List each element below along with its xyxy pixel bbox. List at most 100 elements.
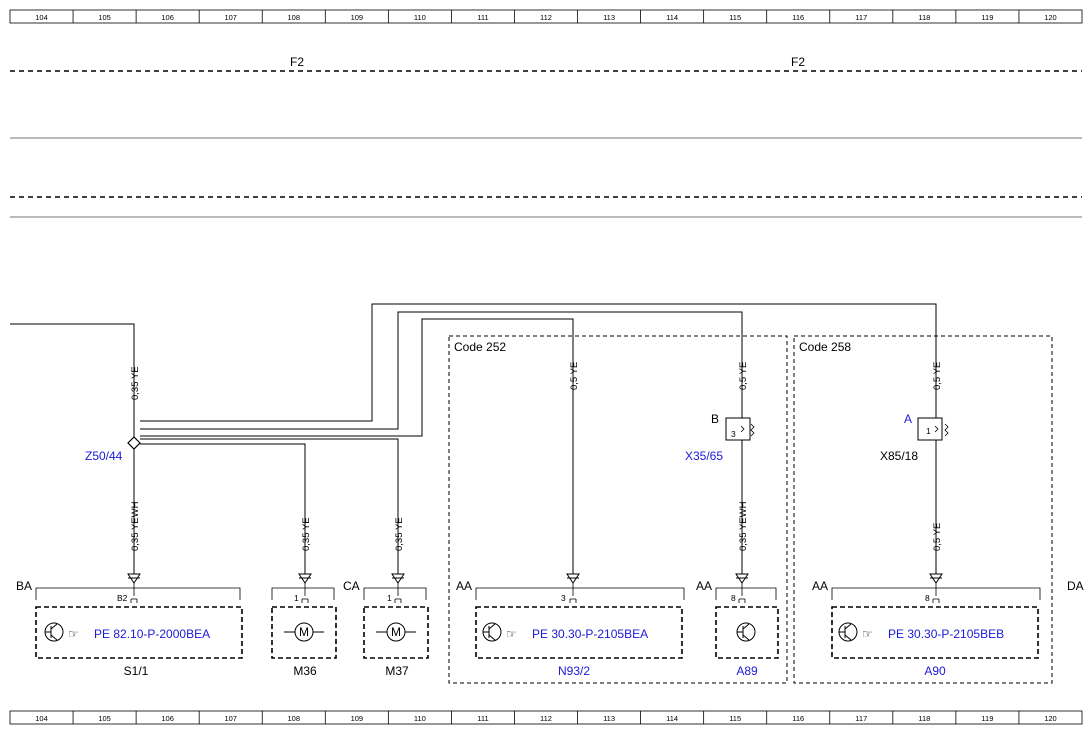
- component-ref-link[interactable]: PE 82.10-P-2000BEA: [94, 627, 210, 641]
- bottom-ruler-label: 112: [540, 714, 552, 723]
- junction-z50-44[interactable]: Z50/44: [85, 436, 141, 463]
- top-ruler-label: 107: [224, 13, 237, 22]
- connector-name: X85/18: [880, 449, 918, 463]
- connector-side: B: [711, 412, 719, 426]
- component-name: S1/1: [124, 664, 149, 678]
- junction-label[interactable]: Z50/44: [85, 449, 123, 463]
- top-ruler-label: 108: [288, 13, 301, 22]
- pin-stub-icon: [738, 583, 746, 603]
- top-ruler-label: 119: [981, 13, 993, 22]
- component-pin: 3: [561, 593, 566, 603]
- top-ruler-label: 116: [792, 13, 804, 22]
- bottom-ruler-label: 109: [351, 714, 364, 723]
- component-name: M37: [385, 664, 409, 678]
- area-label-aa: AA: [696, 579, 712, 593]
- component-pin: 1: [294, 593, 299, 603]
- top-ruler-label: 105: [98, 13, 111, 22]
- connector-side: A: [904, 412, 912, 426]
- component-name[interactable]: A90: [924, 664, 946, 678]
- area-labels: BA CA AA AA AA DA: [16, 579, 1084, 593]
- component-ref-link[interactable]: PE 30.30-P-2105BEA: [532, 627, 648, 641]
- component-name: M36: [293, 664, 317, 678]
- pin-stub-icon: [569, 583, 577, 603]
- pointing-hand-icon: ☞: [862, 627, 873, 641]
- motor-icon: M: [284, 622, 324, 642]
- bottom-ruler-label: 106: [161, 714, 174, 723]
- top-ruler-label: 109: [351, 13, 364, 22]
- pointing-hand-icon: ☞: [68, 627, 79, 641]
- area-label-da: DA: [1067, 579, 1084, 593]
- component-m36[interactable]: 1 M M36: [271, 593, 337, 678]
- code-258-label: Code 258: [799, 340, 851, 354]
- pointing-hand-icon: ☞: [506, 627, 517, 641]
- component-m37[interactable]: 1 M M37: [363, 593, 429, 678]
- bottom-ruler-label: 117: [855, 714, 867, 723]
- wire-label: 0,35 YEWH: [130, 501, 141, 551]
- bottom-ruler-label: 114: [666, 714, 678, 723]
- connector-arrow-icon: [298, 573, 312, 584]
- bottom-ruler-label: 120: [1044, 714, 1057, 723]
- pin-stub-icon: [932, 583, 940, 603]
- bottom-ruler-label: 105: [98, 714, 111, 723]
- wire-s11-feed: [10, 323, 135, 437]
- wire-n932: [140, 318, 574, 574]
- motor-icon: M: [376, 622, 416, 642]
- bottom-ruler-label: 119: [981, 714, 993, 723]
- component-name[interactable]: N93/2: [558, 664, 590, 678]
- wire-label: 0,5 YE: [932, 362, 943, 390]
- connector-arrow-icon: [929, 573, 943, 584]
- component-a89[interactable]: 8 A89: [715, 593, 779, 678]
- connector-name[interactable]: X35/65: [685, 449, 723, 463]
- component-n93-2[interactable]: 3 ☞ PE 30.30-P-2105BEA N93/2: [475, 593, 683, 678]
- component-ref-link[interactable]: PE 30.30-P-2105BEB: [888, 627, 1004, 641]
- bottom-ruler-label: 115: [729, 714, 741, 723]
- component-pin: 8: [925, 593, 930, 603]
- component-pin: 8: [731, 593, 736, 603]
- connector-arrow-icon: [735, 573, 749, 584]
- area-label-ca: CA: [343, 579, 360, 593]
- wire-label: 0,35 YEWH: [738, 501, 749, 551]
- top-ruler-label: 111: [477, 13, 488, 22]
- top-ruler-label: 110: [414, 13, 426, 22]
- connector-x85-18[interactable]: 1 A X85/18: [880, 412, 949, 463]
- wires: [10, 303, 937, 574]
- area-label-ba: BA: [16, 579, 32, 593]
- code-252-label: Code 252: [454, 340, 506, 354]
- wire-label: 0,5 YE: [932, 523, 943, 551]
- component-a90[interactable]: 8 ☞ PE 30.30-P-2105BEB A90: [831, 593, 1039, 678]
- connector-x35-65[interactable]: 3 B X35/65: [685, 412, 755, 463]
- wire-label: 0,35 YE: [394, 517, 405, 551]
- wire-label: 0,5 YE: [569, 362, 580, 390]
- transistor-icon: [44, 622, 64, 642]
- connector-arrow-icon: [127, 573, 141, 584]
- bottom-ruler-label: 110: [414, 714, 426, 723]
- transistor-icon: [736, 622, 756, 642]
- component-s1-1[interactable]: B2 ☞ PE 82.10-P-2000BEA S1/1: [35, 593, 243, 678]
- area-label-aa: AA: [456, 579, 472, 593]
- component-name[interactable]: A89: [736, 664, 758, 678]
- supply-lines: F2 F2: [10, 55, 1082, 218]
- top-ruler-label: 118: [918, 13, 930, 22]
- wire-x8518: [140, 303, 937, 422]
- bottom-ruler-label: 107: [224, 714, 237, 723]
- pin-stub-icon: [394, 583, 402, 603]
- area-brackets: [35, 587, 1041, 600]
- bottom-ruler-label: 113: [603, 714, 615, 723]
- top-ruler-label: 104: [35, 13, 48, 22]
- pin-stub-icon: [301, 583, 309, 603]
- code-252-box: Code 252: [448, 335, 788, 684]
- component-pin: B2: [117, 593, 128, 603]
- bottom-ruler-label: 111: [477, 714, 488, 723]
- pin-stub-icon: [130, 583, 138, 603]
- connector-pin: 3: [731, 429, 736, 439]
- top-ruler-label: 115: [729, 13, 741, 22]
- fuse-label-1: F2: [290, 55, 304, 69]
- wire-m36: [140, 443, 306, 574]
- top-ruler-label: 120: [1044, 13, 1057, 22]
- motor-symbol: M: [391, 625, 401, 639]
- top-ruler-label: 112: [540, 13, 552, 22]
- top-ruler-label: 113: [603, 13, 615, 22]
